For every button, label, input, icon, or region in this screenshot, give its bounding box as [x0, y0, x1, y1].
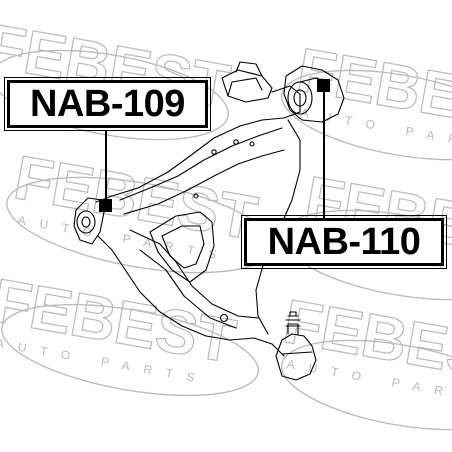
part-number-text: NAB-110 — [267, 221, 421, 263]
part-label-nab-110[interactable]: NAB-110 — [241, 215, 447, 269]
leader-lines — [99, 79, 330, 218]
control-arm-drawing — [73, 61, 345, 381]
part-label-nab-109[interactable]: NAB-109 — [4, 77, 211, 131]
bushing-marker — [317, 79, 330, 92]
part-number-text: NAB-109 — [30, 83, 185, 125]
bushing-marker — [99, 199, 112, 212]
